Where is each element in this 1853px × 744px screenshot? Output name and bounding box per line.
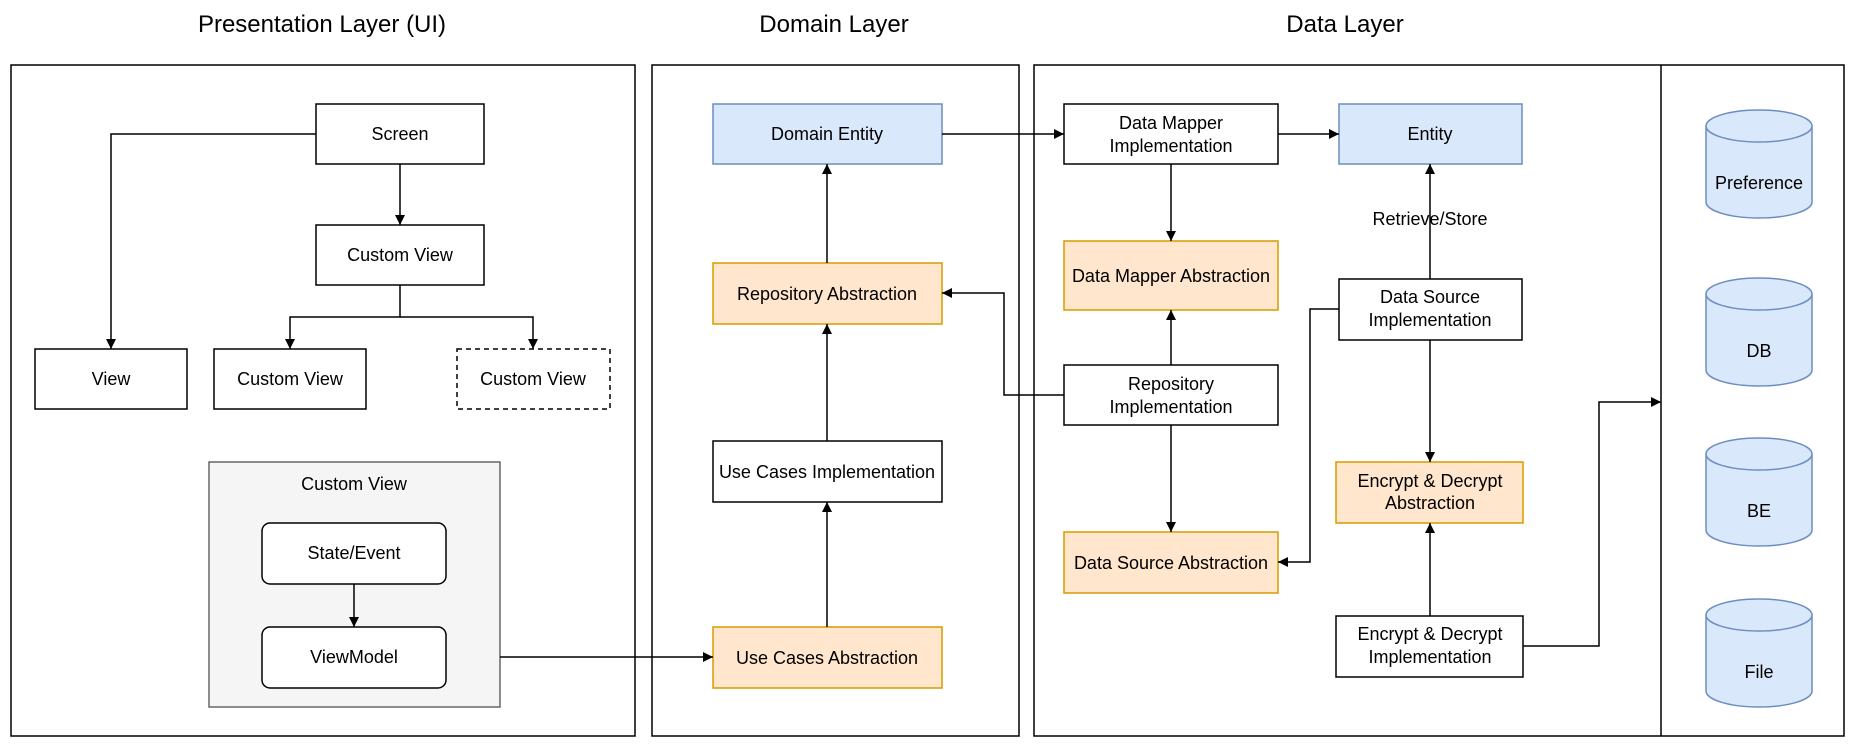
data-layer-panel	[1033, 64, 1845, 737]
file-cylinder	[1705, 598, 1813, 708]
use-cases-impl-box	[712, 440, 943, 503]
use-cases-abstraction-box	[712, 626, 943, 689]
viewmodel-label: ViewModel	[310, 647, 398, 667]
data-source-abstraction-label: Data Source Abstraction	[1074, 553, 1268, 573]
encrypt-abstraction-label-1: Encrypt & Decrypt	[1357, 471, 1502, 491]
domain-layer-panel	[651, 64, 1020, 737]
edge-custom-view-to-left	[285, 285, 401, 349]
data-mapper-impl-label-1: Data Mapper	[1119, 113, 1223, 133]
presentation-layer-title: Presentation Layer (UI)	[198, 11, 446, 38]
custom-view-dashed-label: Custom View	[480, 369, 587, 389]
be-cylinder	[1705, 437, 1813, 547]
domain-entity-box	[712, 103, 943, 165]
data-source-impl-label-1: Data Source	[1380, 287, 1480, 307]
db-cylinder	[1705, 277, 1813, 387]
use-cases-impl-label: Use Cases Implementation	[719, 462, 935, 482]
encrypt-impl-label-2: Implementation	[1368, 647, 1491, 667]
db-label: DB	[1746, 341, 1771, 361]
preference-label: Preference	[1715, 173, 1803, 193]
domain-entity-label: Domain Entity	[771, 124, 883, 144]
edge-custom-view-to-dashed	[400, 316, 538, 349]
data-source-impl-box	[1338, 278, 1523, 341]
repository-impl-label-1: Repository	[1128, 374, 1214, 394]
data-mapper-impl-box	[1063, 103, 1279, 165]
repository-impl-label-2: Implementation	[1109, 397, 1232, 417]
data-layer-title: Data Layer	[1286, 11, 1403, 38]
screen-box	[315, 103, 485, 165]
encrypt-impl-box	[1335, 615, 1524, 678]
data-mapper-impl-label-2: Implementation	[1109, 136, 1232, 156]
be-label: BE	[1747, 501, 1771, 521]
view-label: View	[92, 369, 132, 389]
file-label: File	[1744, 662, 1773, 682]
edge-repo-impl-to-repo-abs	[942, 288, 1064, 396]
state-event-label: State/Event	[307, 543, 400, 563]
repository-abstraction-label: Repository Abstraction	[737, 284, 917, 304]
entity-label: Entity	[1407, 124, 1452, 144]
use-cases-abstraction-label: Use Cases Abstraction	[736, 648, 918, 668]
entity-box	[1338, 103, 1523, 165]
data-mapper-abstraction-box	[1063, 240, 1279, 311]
custom-view-group-label: Custom View	[301, 474, 408, 494]
encrypt-abstraction-label-2: Abstraction	[1385, 493, 1475, 513]
data-source-impl-label-2: Implementation	[1368, 310, 1491, 330]
edge-encrypt-impl-to-storage	[1523, 397, 1661, 647]
encrypt-impl-label-1: Encrypt & Decrypt	[1357, 624, 1502, 644]
custom-view-left-label: Custom View	[237, 369, 344, 389]
domain-layer-title: Domain Layer	[759, 11, 908, 38]
edge-screen-to-view	[106, 133, 316, 349]
custom-view-mid-label: Custom View	[347, 245, 454, 265]
edge-source-impl-to-source-abs	[1278, 308, 1339, 567]
data-mapper-abstraction-label: Data Mapper Abstraction	[1072, 266, 1270, 286]
screen-label: Screen	[371, 124, 428, 144]
presentation-layer-panel	[10, 64, 636, 737]
preference-cylinder	[1705, 109, 1813, 219]
